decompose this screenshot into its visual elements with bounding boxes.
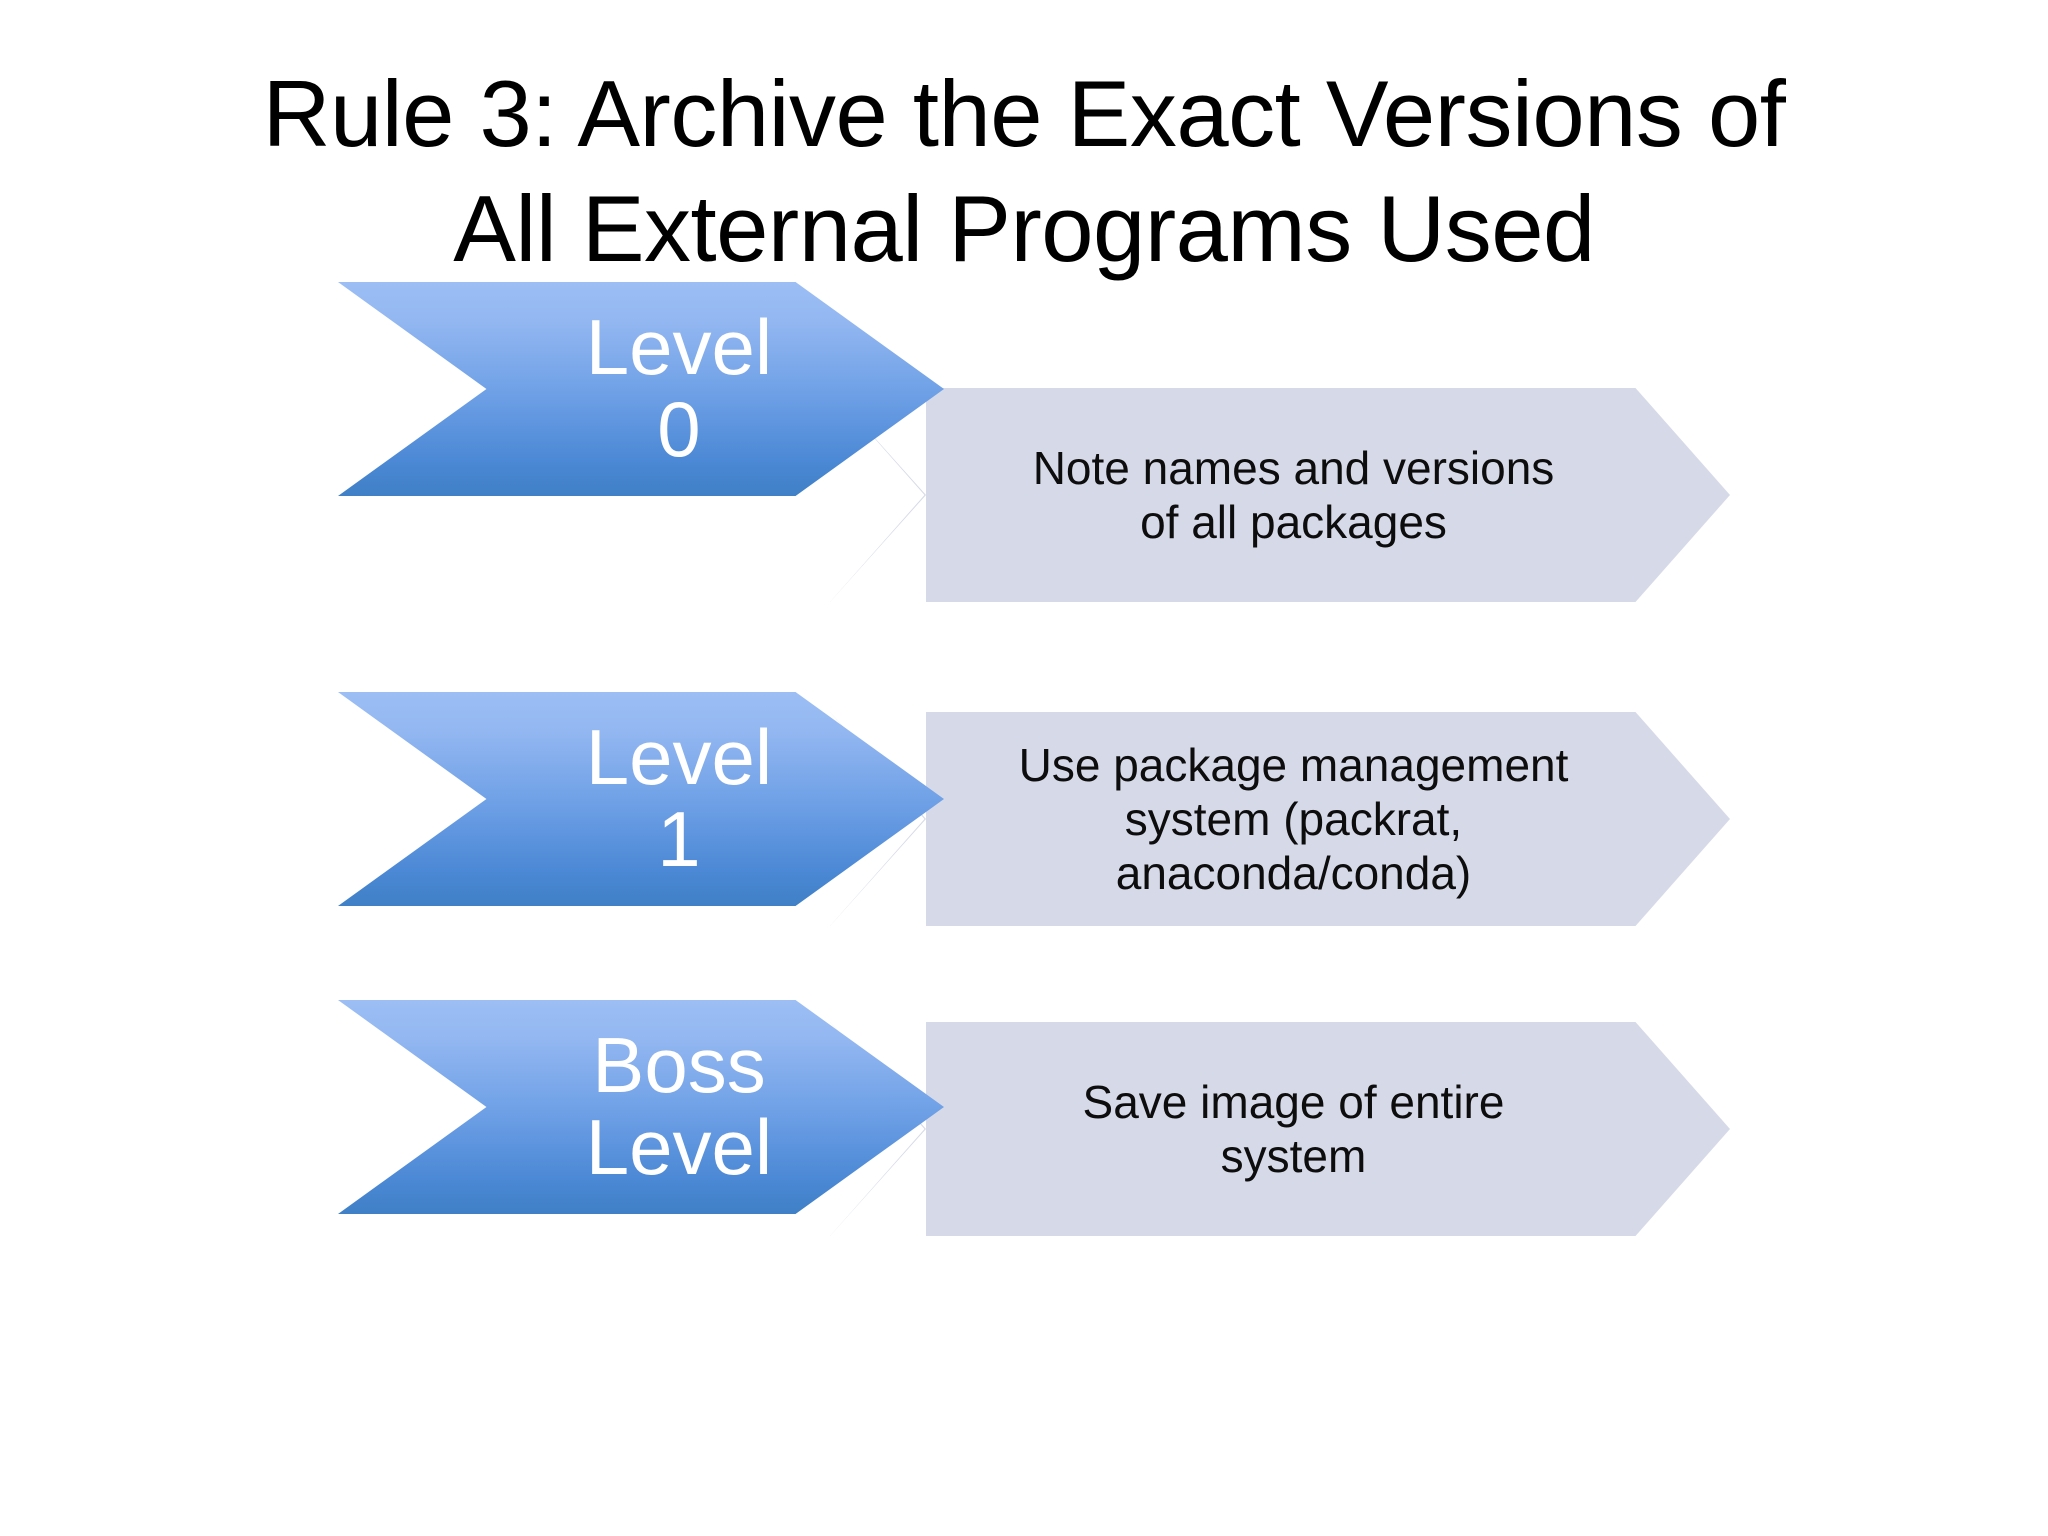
chevron-description-shape[interactable]: Use package management system (packrat, … xyxy=(830,712,1730,926)
chevron-level-label: Level 0 xyxy=(585,303,773,473)
chevron-level-label: Boss Level xyxy=(585,1021,773,1191)
chevron-description-label: Use package management system (packrat, … xyxy=(1018,738,1569,900)
chevron-description-label: Save image of entire system xyxy=(1082,1075,1505,1182)
chevron-description-label: Note names and versions of all packages xyxy=(1032,441,1555,548)
chevron-level-label: Level 1 xyxy=(585,713,773,883)
chevron-description-shape[interactable]: Note names and versions of all packages xyxy=(830,388,1730,602)
chevron-level-shape[interactable]: Level 0 xyxy=(338,282,944,496)
chevron-description-shape[interactable]: Save image of entire system xyxy=(830,1022,1730,1236)
page-title: Rule 3: Archive the Exact Versions of Al… xyxy=(262,60,1786,281)
